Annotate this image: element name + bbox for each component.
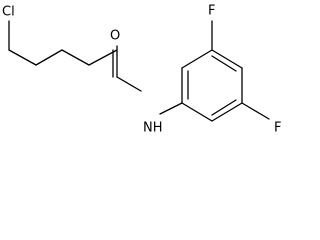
bond-nh-ring [159,102,183,115]
atom-label-chlorine: Cl [2,5,15,20]
bond-c3-c4 [61,49,90,66]
bond-ring-f-lower [241,102,270,120]
ring-bond-5 [211,102,243,122]
bond-carbonyl-nh [116,76,142,92]
atom-label-oxygen: O [110,29,120,44]
ring-double-3 [211,99,237,116]
ring-double-2 [211,55,237,72]
atom-label-amide-nitrogen: NH [143,121,163,136]
atom-label-fluorine-lower: F [274,121,281,136]
molecule-diagram: Cl O NH F F [2,4,281,136]
bond-c1-c2 [8,49,37,66]
bond-c2-c3 [35,49,63,66]
atom-label-fluorine-upper: F [208,4,215,19]
bond-c4-c5 [88,49,118,66]
ring-bond-6 [181,102,213,122]
ring-bond-2 [181,49,213,69]
ring-bond-3 [211,49,243,69]
